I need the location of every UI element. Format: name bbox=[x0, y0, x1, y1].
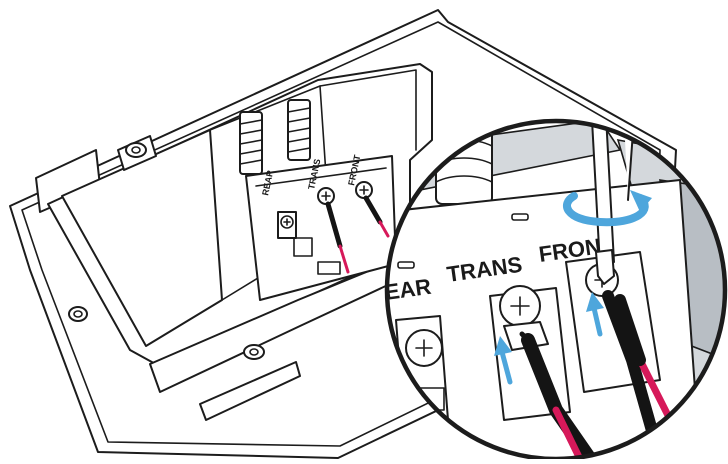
junction-box bbox=[47, 63, 433, 421]
small-wire-trans bbox=[325, 201, 350, 274]
threaded-post-right bbox=[287, 99, 311, 161]
zoom-callout: EAR TRANS FRON bbox=[384, 118, 728, 462]
mount-hole-left-icon bbox=[68, 306, 88, 322]
mount-screw-bottom-icon bbox=[243, 344, 265, 360]
zoom-front-insert-arrow-icon bbox=[586, 292, 604, 337]
zoom-trans-screw-icon bbox=[499, 285, 541, 327]
zoom-rear-screw-icon bbox=[405, 329, 443, 367]
small-screw-trans-icon bbox=[317, 187, 335, 205]
zoom-trans-wire bbox=[519, 331, 597, 458]
threaded-post-left bbox=[239, 111, 263, 175]
small-wire-front bbox=[363, 195, 390, 238]
zoom-trans-insert-arrow-icon bbox=[494, 336, 513, 385]
rotate-arrow-icon bbox=[563, 190, 652, 227]
small-screw-rear-icon bbox=[277, 211, 297, 239]
small-screw-front-icon bbox=[355, 181, 373, 199]
mount-screw-top-icon bbox=[125, 142, 147, 158]
